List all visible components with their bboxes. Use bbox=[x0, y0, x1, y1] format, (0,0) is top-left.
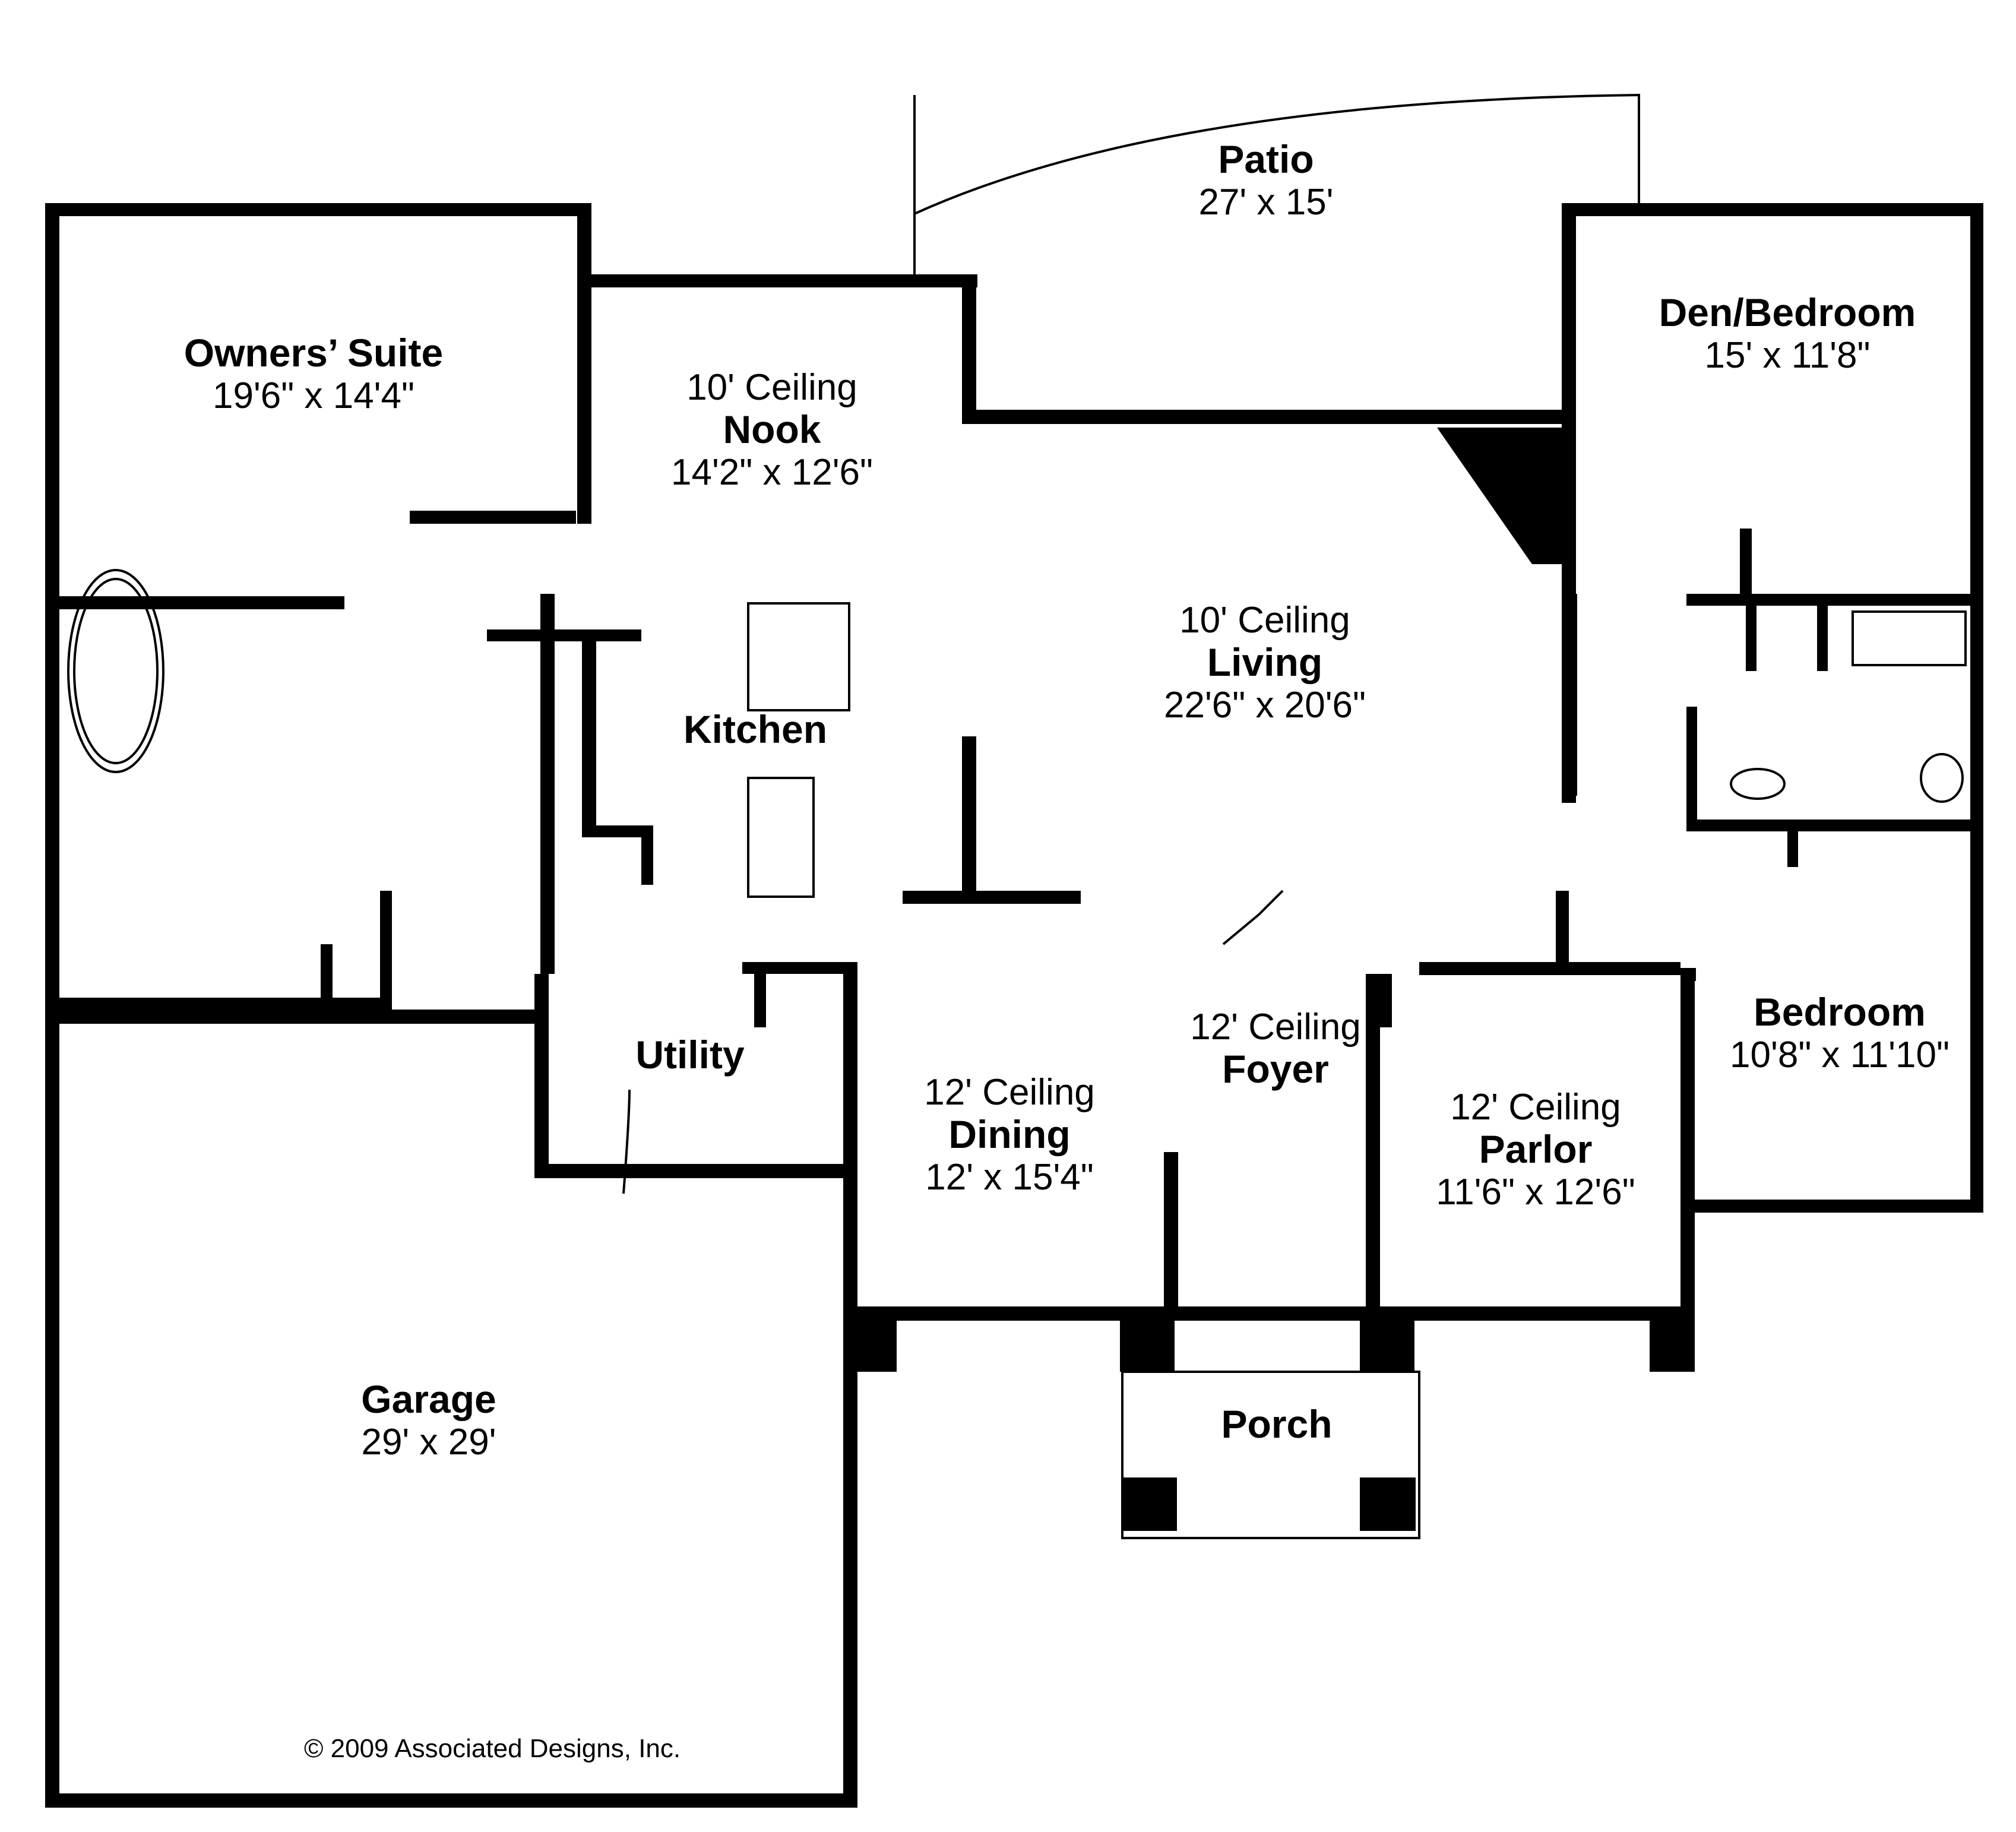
room-garage: Garage 29' x 29' bbox=[361, 1377, 496, 1463]
room-dimensions: 11'6" x 12'6" bbox=[1436, 1172, 1635, 1213]
room-name: Dining bbox=[948, 1112, 1071, 1157]
room-name: Living bbox=[1207, 640, 1323, 685]
room-dimensions: 12' x 15'4" bbox=[925, 1157, 1094, 1198]
room-parlor: 12' Ceiling Parlor 11'6" x 12'6" bbox=[1436, 1087, 1635, 1213]
room-dimensions: 29' x 29' bbox=[361, 1421, 496, 1463]
room-patio: Patio 27' x 15' bbox=[1198, 137, 1334, 223]
room-name: Garage bbox=[361, 1377, 496, 1421]
interior-walls bbox=[59, 428, 1971, 1027]
room-den-bedroom: Den/Bedroom 15' x 11'8" bbox=[1659, 290, 1916, 376]
room-name: Porch bbox=[1221, 1402, 1333, 1446]
room-owners-suite: Owners’ Suite 19'6" x 14'4" bbox=[184, 331, 443, 416]
room-living: 10' Ceiling Living 22'6" x 20'6" bbox=[1164, 600, 1366, 726]
room-name: Bedroom bbox=[1754, 990, 1926, 1034]
room-dimensions: 27' x 15' bbox=[1198, 181, 1334, 223]
room-foyer: 12' Ceiling Foyer bbox=[1190, 1007, 1361, 1091]
room-name: Foyer bbox=[1222, 1047, 1329, 1091]
room-name: Nook bbox=[723, 407, 821, 452]
room-name: Utility bbox=[635, 1033, 745, 1077]
room-ceiling: 12' Ceiling bbox=[1450, 1087, 1621, 1128]
room-ceiling: 10' Ceiling bbox=[686, 367, 857, 408]
room-name: Parlor bbox=[1479, 1127, 1593, 1172]
room-ceiling: 12' Ceiling bbox=[1190, 1007, 1361, 1048]
room-dimensions: 10'8" x 11'10" bbox=[1730, 1034, 1949, 1075]
room-dining: 12' Ceiling Dining 12' x 15'4" bbox=[924, 1072, 1095, 1198]
copyright-notice: © 2009 Associated Designs, Inc. bbox=[304, 1734, 681, 1763]
room-nook: 10' Ceiling Nook 14'2" x 12'6" bbox=[671, 367, 873, 493]
room-ceiling: 10' Ceiling bbox=[1179, 600, 1350, 641]
room-name: Patio bbox=[1218, 137, 1314, 181]
room-dimensions: 22'6" x 20'6" bbox=[1163, 685, 1366, 726]
room-kitchen: Kitchen bbox=[683, 707, 828, 752]
room-bedroom: Bedroom 10'8" x 11'10" bbox=[1730, 990, 1949, 1075]
room-dimensions: 14'2" x 12'6" bbox=[670, 452, 874, 493]
room-utility: Utility bbox=[635, 1033, 744, 1077]
room-dimensions: 15' x 11'8" bbox=[1704, 334, 1871, 376]
room-porch: Porch bbox=[1221, 1402, 1333, 1447]
room-name: Owners’ Suite bbox=[183, 331, 444, 375]
room-dimensions: 19'6" x 14'4" bbox=[212, 375, 415, 416]
room-name: Den/Bedroom bbox=[1659, 290, 1916, 334]
room-ceiling: 12' Ceiling bbox=[924, 1072, 1095, 1113]
fixtures-outline bbox=[67, 93, 1967, 1539]
room-name: Kitchen bbox=[683, 707, 828, 751]
exterior-walls bbox=[45, 203, 1983, 1808]
